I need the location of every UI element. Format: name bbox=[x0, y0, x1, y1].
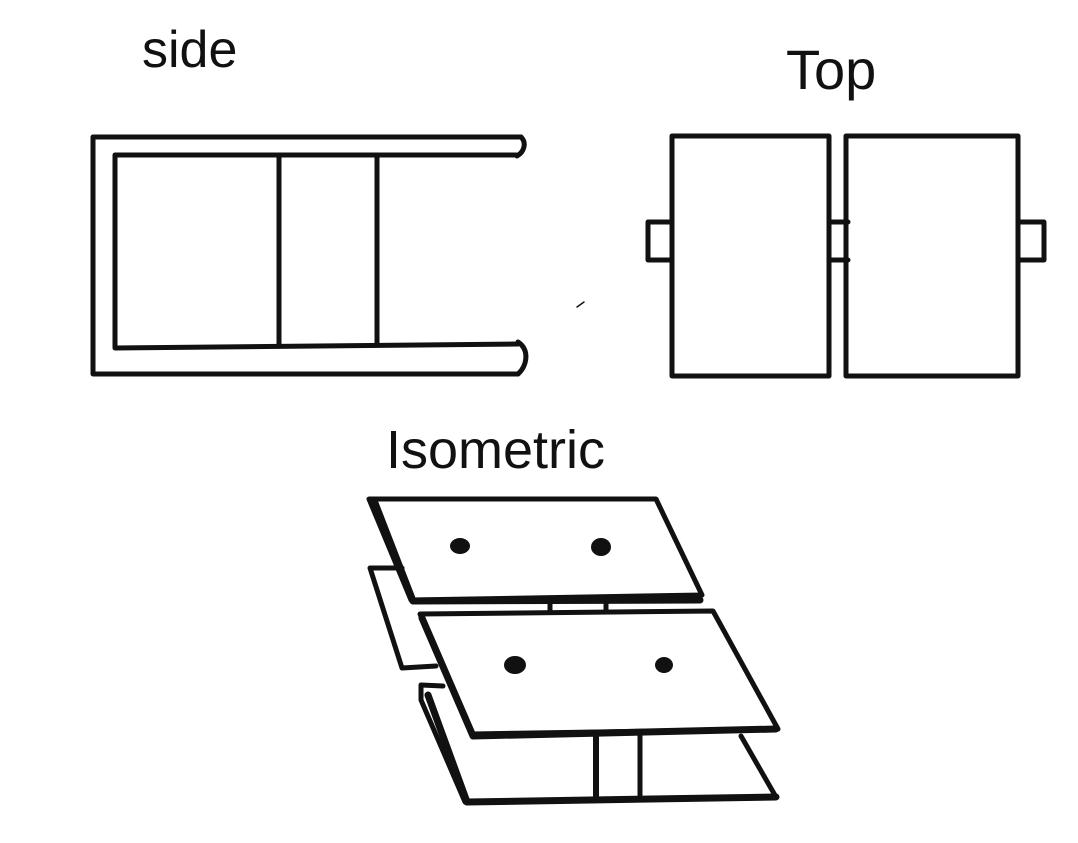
side-outer-frame bbox=[90, 134, 524, 377]
top-view-label: Top bbox=[786, 38, 877, 101]
top-plate-right bbox=[843, 133, 1021, 379]
top-tab-middle bbox=[826, 219, 851, 263]
iso-hole-2 bbox=[591, 538, 611, 556]
iso-bottom-plate-front bbox=[424, 691, 780, 806]
iso-hole-1 bbox=[450, 538, 470, 554]
top-view bbox=[645, 133, 1047, 379]
top-tab-right bbox=[1015, 219, 1047, 263]
isometric-view-label: Isometric bbox=[386, 420, 606, 480]
iso-left-hook bbox=[367, 565, 439, 671]
stray-mark bbox=[576, 301, 585, 308]
isometric-view bbox=[366, 496, 781, 806]
iso-top-plate bbox=[366, 496, 705, 603]
side-view bbox=[90, 134, 529, 377]
iso-top-plate-edge bbox=[371, 499, 704, 605]
side-bottom-bar-end bbox=[515, 339, 529, 377]
iso-middle-plate-edge bbox=[418, 614, 780, 740]
iso-bottom-plate-right-edge bbox=[738, 733, 779, 800]
iso-middle-plate bbox=[417, 608, 781, 737]
iso-hole-3 bbox=[504, 656, 526, 674]
top-tab-left bbox=[645, 219, 675, 263]
side-view-label: side bbox=[142, 21, 238, 79]
iso-bottom-plate-left-edge bbox=[418, 682, 468, 805]
iso-hole-4 bbox=[655, 657, 673, 673]
top-plate-left bbox=[669, 133, 832, 379]
side-inner-frame bbox=[112, 152, 521, 351]
